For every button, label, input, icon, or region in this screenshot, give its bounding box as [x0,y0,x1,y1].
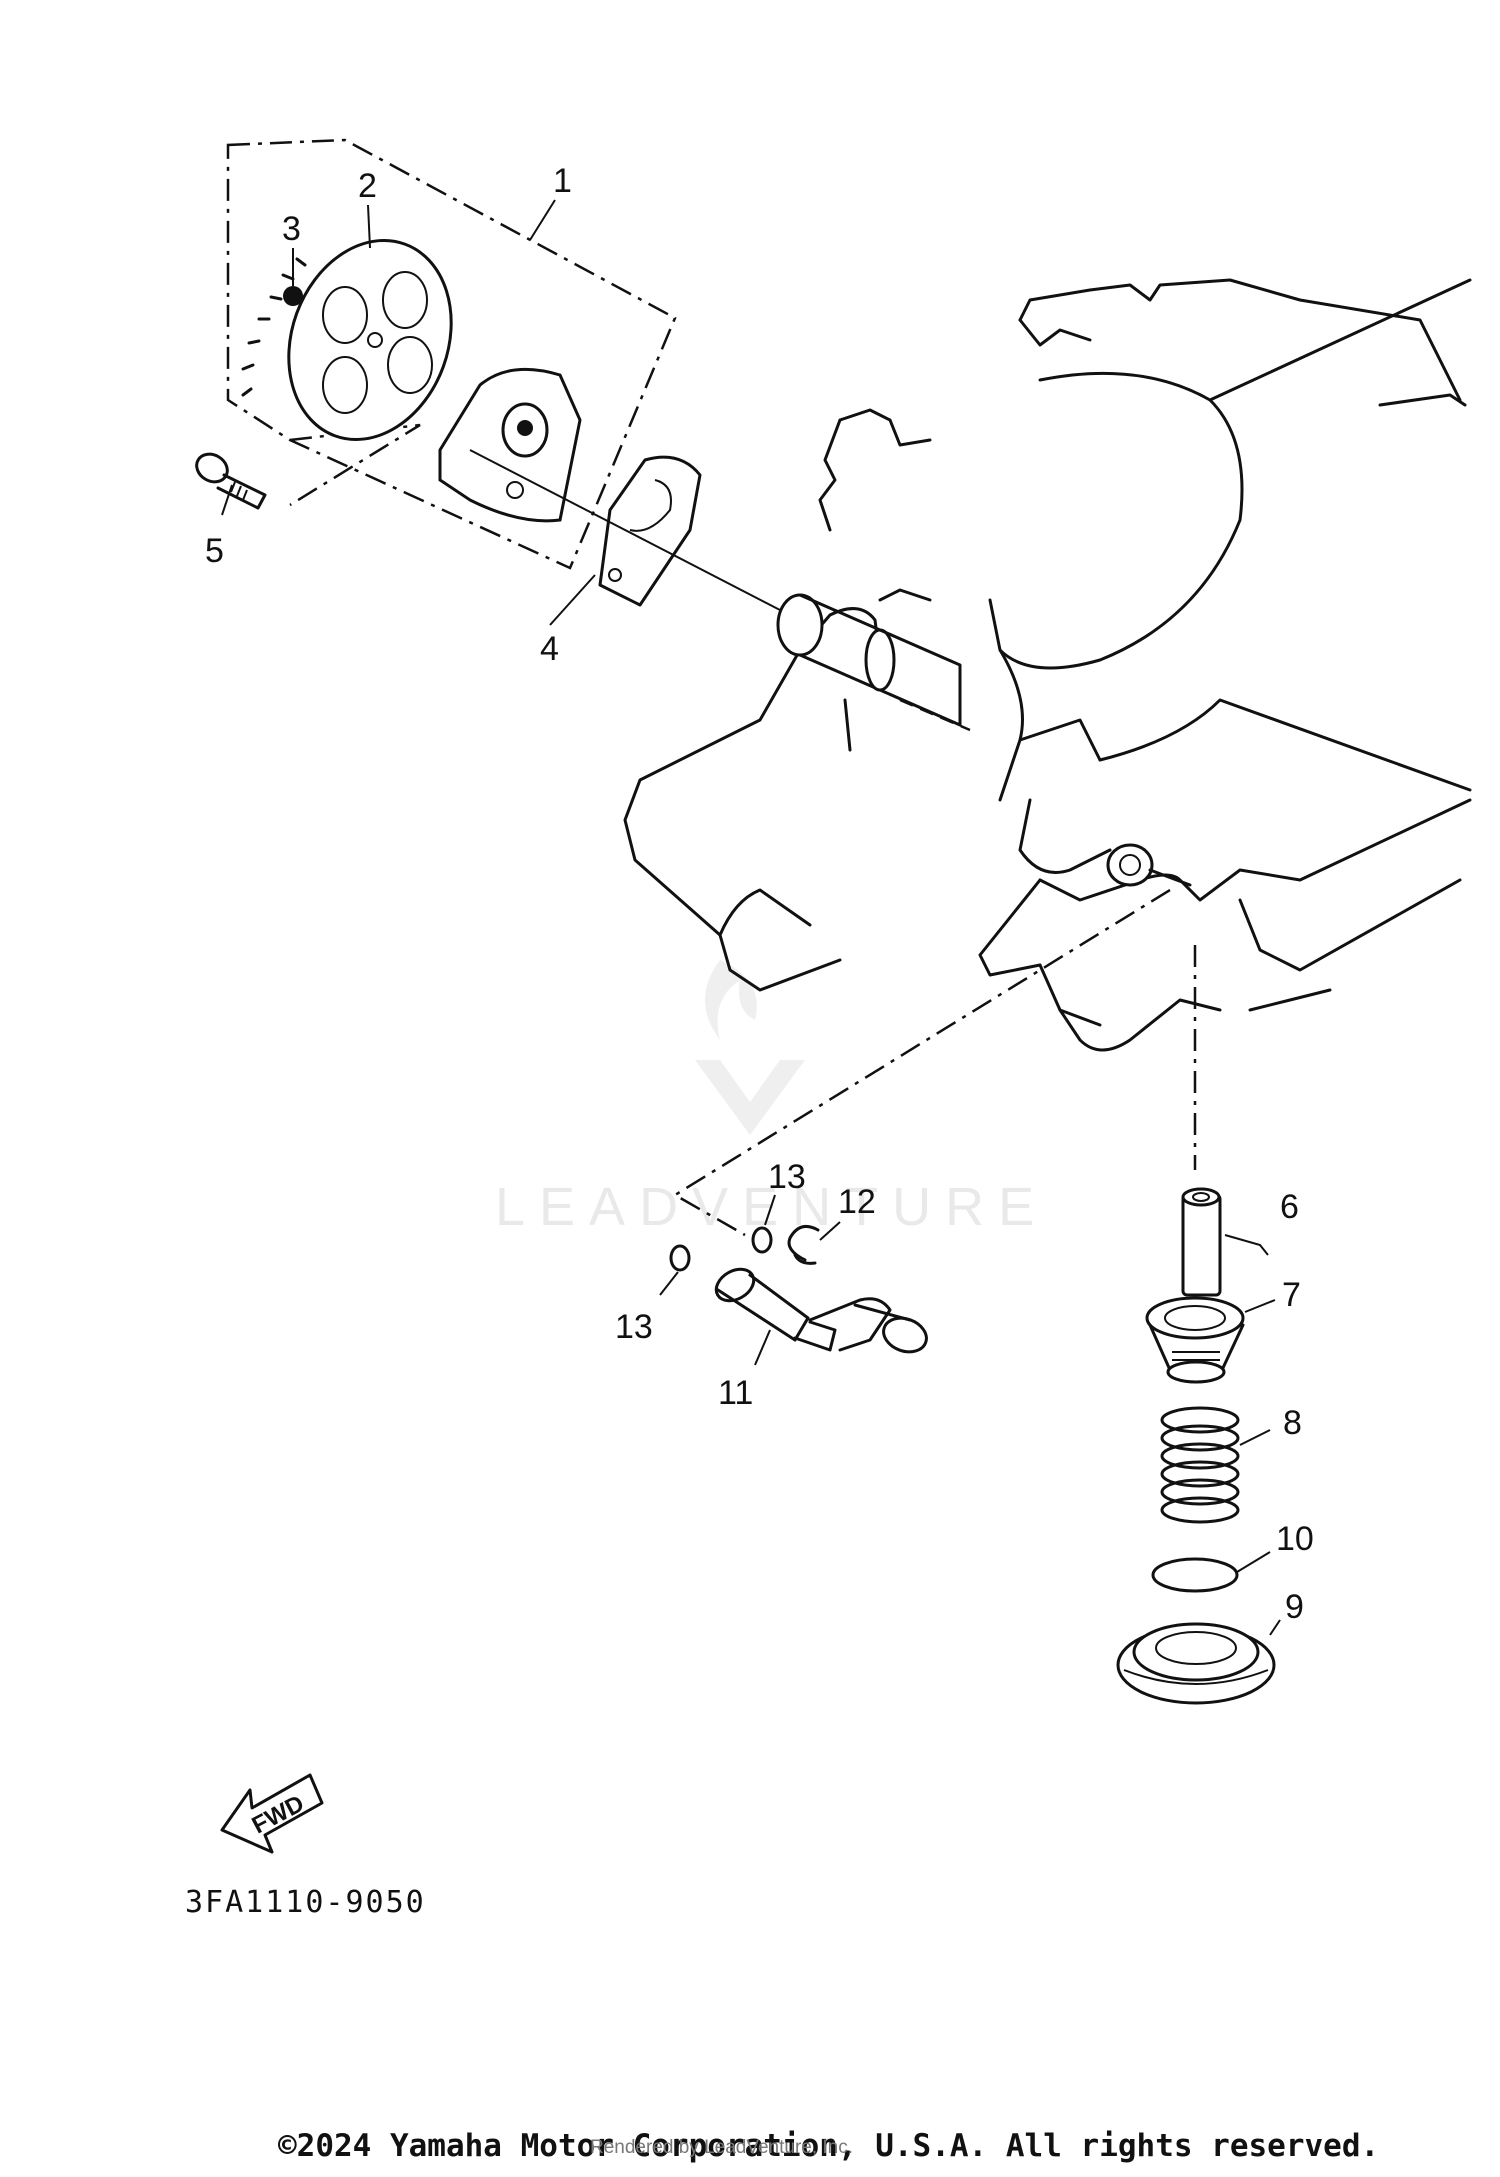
callout-5: 5 [205,532,224,570]
leader-lines [221,199,1281,1636]
callout-13-lower: 13 [615,1308,653,1346]
spring [1160,1406,1240,1524]
rendered-by-note: Rendered by LeadVenture, Inc. [590,2137,854,2158]
strainer-cap [1116,1622,1276,1705]
diagram-code: 3FA1110-9050 [185,1885,426,1920]
callout-3: 3 [282,210,301,248]
pin [283,286,303,306]
callout-8: 8 [1283,1404,1302,1442]
callout-12: 12 [838,1183,876,1221]
axis-line [469,449,781,611]
copyright-notice: ©2024 Yamaha Motor Corporation, U.S.A. A… [278,2128,1380,2164]
leader-dashed-11 [672,888,1171,1237]
collar [1181,1187,1222,1297]
crankcase [623,278,1472,1052]
gasket [598,455,702,607]
circlip [787,1224,820,1265]
callout-9: 9 [1285,1588,1304,1626]
oil-delivery-pipe [714,1267,928,1354]
strainer [1145,1296,1245,1384]
fwd-arrow: FWD [220,1773,324,1854]
callout-11: 11 [718,1374,753,1412]
callout-1: 1 [553,162,572,200]
callout-4: 4 [540,630,559,668]
callout-2: 2 [358,167,377,205]
callout-6: 6 [1280,1188,1299,1226]
fwd-label: FWD [248,1790,309,1839]
oil-pump-gear [241,239,453,441]
oil-pump-body [438,367,582,523]
pump-shaft-housing [776,593,971,752]
strainer-boss [1018,798,1192,887]
callout-13-upper: 13 [768,1158,806,1196]
callout-7: 7 [1282,1276,1301,1314]
o-ring [1151,1557,1239,1593]
callouts: 1 2 3 4 5 6 7 8 9 10 11 12 13 13 [205,162,1314,1626]
o-ring-small [669,1226,773,1272]
bolt [195,452,267,510]
callout-10: 10 [1276,1520,1314,1558]
